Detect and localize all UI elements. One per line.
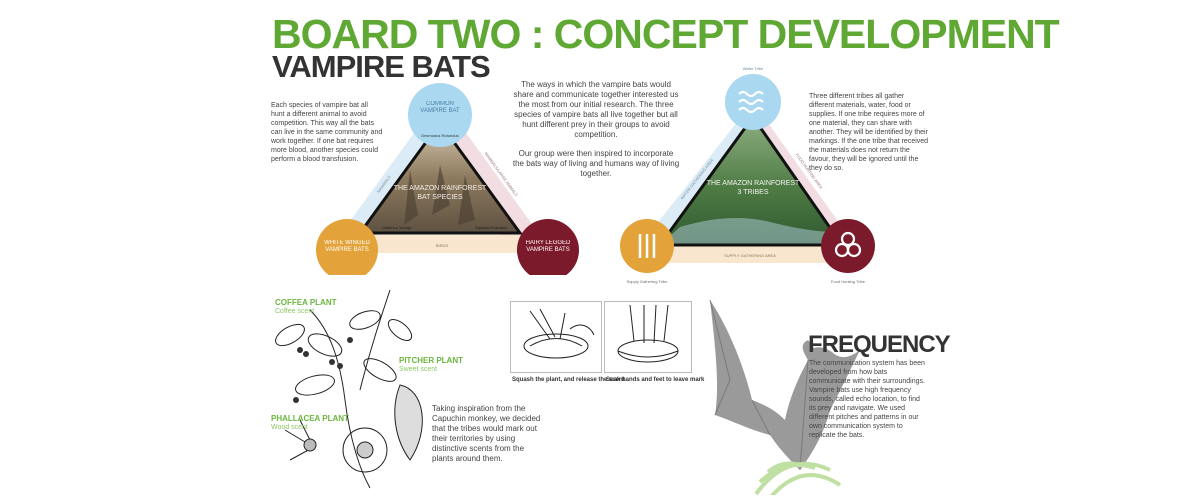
- center-title: THE AMAZON RAINFOREST: [394, 185, 487, 192]
- coffea-plant-name: COFFEA PLANT: [275, 298, 337, 307]
- tribes-text: Three different tribes all gather differ…: [809, 93, 929, 172]
- frequency-text: The communication system has been develo…: [809, 360, 925, 439]
- coffea-plant-scent: Coffee scent: [275, 308, 315, 315]
- forest-image: [660, 117, 842, 245]
- plants-illustration: [275, 290, 423, 489]
- edge-band-right: [753, 102, 855, 245]
- species-right: Diphylla Ecaudata: [475, 225, 508, 230]
- node-white-winged-vampire-bats: [316, 219, 378, 275]
- frequency-title: FREQUENCY: [808, 331, 951, 358]
- center-title: THE AMAZON RAINFOREST: [707, 180, 800, 187]
- small-flower: [303, 438, 317, 452]
- species-left: Diaemus Youngi: [382, 225, 411, 230]
- leaf: [387, 319, 413, 341]
- squash-plant-sketch: [510, 301, 602, 373]
- hands: [529, 308, 566, 340]
- bat-body: [710, 300, 860, 470]
- leaf: [275, 323, 305, 347]
- bat-species-diagram: COMMON VAMPIRE BAT WHITE WINGED VAMPIRE …: [316, 83, 579, 275]
- leaf: [307, 333, 343, 357]
- node-common-vampire-bat: [408, 83, 472, 147]
- pitcher-plant-scent: Sweet scent: [399, 366, 438, 373]
- supply-tribe-label: Supply Gathering Tribe: [627, 279, 669, 284]
- edge-band-bottom: [340, 235, 540, 253]
- center-text-p1: The ways in which the vampire bats would…: [513, 80, 679, 139]
- edge-bottom-label: BIRDS: [436, 243, 449, 248]
- sketch-frame: [604, 301, 692, 373]
- center-text-p2: Our group were then inspired to incorpor…: [512, 149, 680, 178]
- echolocation-waves-icon: [754, 461, 842, 495]
- species-top: Desmodus Rotundus: [421, 133, 459, 138]
- node-top-label: COMMON VAMPIRE BAT: [420, 101, 460, 114]
- center-subtitle: BAT SPECIES: [417, 194, 463, 201]
- tribes-diagram: Water Tribe Supply Gathering Tribe Food …: [620, 66, 875, 284]
- board-title: BOARD TWO : CONCEPT DEVELOPMENT: [272, 11, 1060, 57]
- edge-band-bottom: [640, 245, 855, 263]
- three-circles-icon: [834, 231, 862, 258]
- leaf: [363, 358, 397, 382]
- coffee-berries: [293, 337, 353, 403]
- board-subtitle: VAMPIRE BATS: [272, 49, 491, 84]
- water-tribe-label: Water Tribe: [743, 66, 764, 71]
- pitcher-plant-name: PITCHER PLANT: [399, 356, 463, 365]
- triangle-outline: [357, 120, 523, 235]
- bat-species-text: Each species of vampire bat all hunt a d…: [271, 102, 383, 163]
- phallacea-plant-name: PHALLACEA PLANT: [271, 414, 349, 423]
- triangle-outline: [657, 114, 845, 247]
- edge-band-left: [640, 102, 753, 245]
- plants-text: Taking inspiration from the Capuchin mon…: [432, 404, 541, 463]
- pitcher-shape: [394, 384, 423, 461]
- caption-soak: Soak hands and feet to leave mark: [606, 377, 705, 383]
- center-text: The ways in which the vampire bats would…: [512, 80, 680, 179]
- sketch-frame: [510, 301, 602, 373]
- bat-illustration: [709, 300, 860, 495]
- node-right-label: HAIRY LEGGED VAMPIRE BATS: [525, 240, 571, 253]
- center-subtitle: 3 TRIBES: [738, 189, 769, 196]
- node-water-tribe: [725, 74, 781, 130]
- node-left-label: WHITE WINGED VAMPIRE BATS: [324, 240, 370, 253]
- water-waves-icon: [738, 90, 764, 114]
- phallacea-plant-scent: Wood scent: [271, 424, 308, 431]
- hand-curve: [569, 324, 595, 336]
- node-hairy-legged-vampire-bats: [517, 219, 579, 275]
- three-lines-icon: [638, 234, 656, 258]
- flower-center: [356, 441, 374, 459]
- leaf: [349, 310, 381, 330]
- caption-squash: Squash the plant, and release the scent: [512, 377, 625, 383]
- food-tribe-label: Food Hunting Tribe: [831, 279, 866, 284]
- plant-stem: [309, 309, 371, 489]
- bowl: [523, 333, 589, 359]
- soak-hands-sketch: [604, 301, 692, 373]
- bat-wing-bones: [709, 300, 809, 471]
- water-line: [617, 350, 679, 358]
- plant-stem-2: [359, 290, 391, 391]
- phallacea-flower: [342, 427, 388, 473]
- bowl-contents: [529, 338, 583, 347]
- edge-bottom-label: SUPPLY GATHERING AREA: [724, 253, 776, 258]
- legs: [629, 304, 669, 344]
- leaf: [295, 374, 335, 396]
- river-shape: [660, 218, 842, 245]
- cave-rock-shapes: [404, 165, 475, 225]
